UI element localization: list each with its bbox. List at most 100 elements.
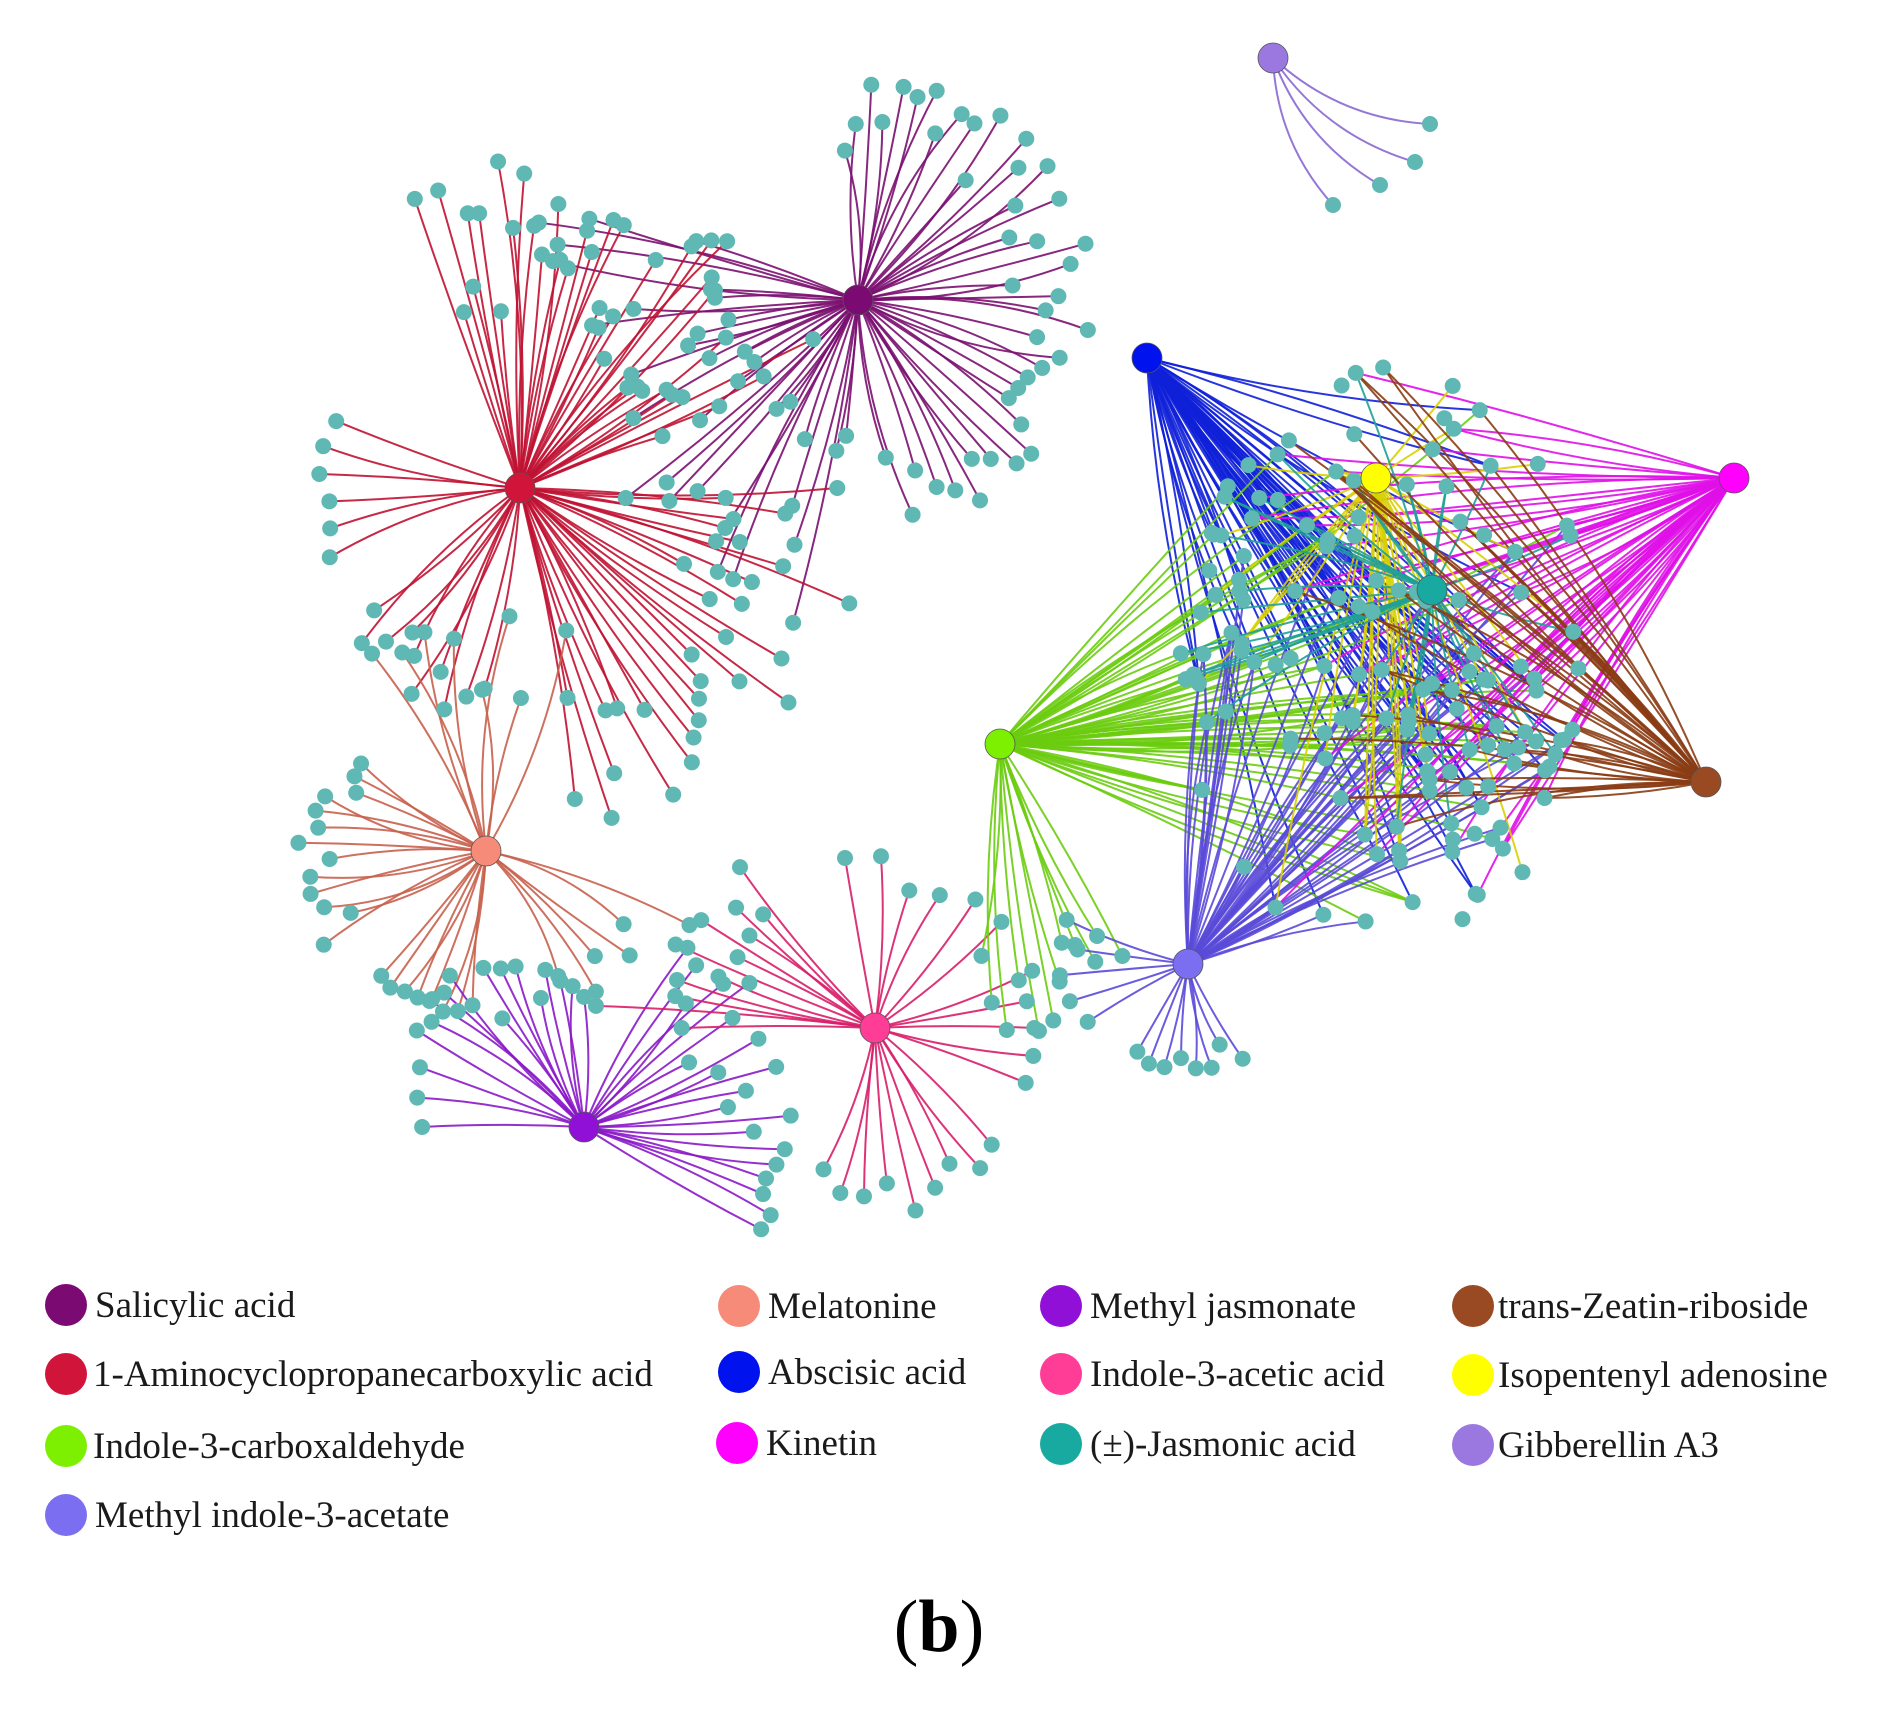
target-node bbox=[1467, 885, 1484, 902]
target-node bbox=[596, 350, 613, 367]
target-node bbox=[786, 536, 803, 553]
edge bbox=[1146, 357, 1292, 659]
target-node bbox=[998, 1021, 1015, 1038]
target-node bbox=[1029, 329, 1046, 346]
hub-nodes-layer bbox=[470, 42, 1750, 1143]
target-node bbox=[315, 438, 332, 455]
target-node bbox=[605, 308, 622, 325]
target-node bbox=[690, 690, 707, 707]
target-node bbox=[665, 786, 682, 803]
figure-caption: (b) bbox=[893, 1586, 985, 1668]
target-node bbox=[1461, 741, 1478, 758]
edge bbox=[857, 236, 1010, 301]
target-node bbox=[1356, 826, 1373, 843]
edge bbox=[696, 299, 859, 492]
target-node bbox=[785, 614, 802, 631]
target-node bbox=[732, 859, 749, 876]
target-node bbox=[606, 765, 623, 782]
edge bbox=[1431, 589, 1557, 755]
edge bbox=[762, 913, 876, 1029]
edge bbox=[700, 919, 876, 1029]
target-node bbox=[927, 1179, 944, 1196]
hub-node-acc bbox=[504, 472, 536, 504]
target-node bbox=[1448, 700, 1465, 717]
legend-label: (±)-Jasmonic acid bbox=[1090, 1424, 1356, 1465]
edge bbox=[380, 850, 487, 977]
target-node bbox=[673, 1020, 690, 1036]
edge bbox=[485, 850, 597, 993]
target-node bbox=[1267, 656, 1284, 673]
edge bbox=[1272, 57, 1431, 125]
edge bbox=[1381, 477, 1735, 671]
target-node bbox=[1492, 819, 1509, 836]
target-node bbox=[576, 988, 592, 1005]
target-node bbox=[927, 125, 944, 142]
target-node bbox=[1029, 233, 1046, 250]
target-node bbox=[689, 483, 706, 500]
target-node bbox=[1177, 671, 1194, 688]
target-node bbox=[586, 948, 603, 965]
target-node bbox=[558, 622, 575, 639]
target-node bbox=[353, 635, 370, 652]
target-node bbox=[654, 428, 671, 445]
hub-node-ipa bbox=[1360, 462, 1392, 494]
target-node bbox=[737, 1082, 754, 1099]
edge bbox=[986, 743, 1001, 1003]
edge bbox=[1186, 632, 1233, 965]
hub-node-ica bbox=[984, 728, 1016, 760]
legend-dot-melatonine bbox=[718, 1285, 760, 1327]
target-node bbox=[550, 196, 567, 213]
edge bbox=[1187, 643, 1244, 965]
target-node bbox=[423, 1013, 440, 1030]
edge bbox=[843, 150, 862, 301]
target-node bbox=[526, 217, 543, 234]
edge bbox=[419, 1066, 585, 1128]
edge bbox=[687, 299, 859, 347]
edge bbox=[874, 1027, 917, 1211]
target-node bbox=[636, 701, 653, 718]
target-node bbox=[1350, 509, 1367, 526]
edge bbox=[849, 123, 859, 301]
edge bbox=[839, 1027, 876, 1194]
edge bbox=[1544, 781, 1707, 799]
target-node bbox=[1172, 645, 1189, 662]
edge bbox=[1358, 477, 1735, 519]
edge bbox=[1469, 748, 1707, 783]
edge bbox=[483, 487, 521, 689]
target-node bbox=[1223, 624, 1240, 641]
target-node bbox=[1422, 116, 1438, 132]
edge bbox=[373, 487, 521, 612]
target-node bbox=[1211, 1036, 1228, 1053]
target-node bbox=[719, 1099, 736, 1116]
legend-label: Abscisic acid bbox=[768, 1352, 967, 1393]
target-node bbox=[1488, 718, 1505, 735]
edge bbox=[519, 487, 619, 709]
edge bbox=[857, 240, 1038, 301]
target-node bbox=[692, 673, 709, 690]
target-node bbox=[1187, 1060, 1204, 1077]
target-node bbox=[750, 1030, 767, 1047]
target-node bbox=[1025, 1047, 1042, 1064]
target-node bbox=[1407, 154, 1423, 170]
edge bbox=[857, 133, 937, 301]
edge bbox=[1375, 477, 1524, 873]
target-node bbox=[683, 646, 700, 663]
edge bbox=[1187, 732, 1430, 965]
legend-label: Kinetin bbox=[766, 1423, 877, 1464]
target-node bbox=[741, 927, 758, 944]
legend-label: trans-Zeatin-riboside bbox=[1498, 1286, 1809, 1327]
edge bbox=[1358, 605, 1707, 783]
edge bbox=[1355, 371, 1735, 479]
target-node bbox=[1316, 657, 1333, 674]
edge bbox=[583, 1065, 777, 1128]
target-node bbox=[1004, 277, 1021, 294]
edge bbox=[569, 986, 585, 1128]
target-node bbox=[718, 628, 735, 645]
target-node bbox=[1017, 1074, 1034, 1091]
edge bbox=[1146, 357, 1378, 855]
target-node bbox=[1114, 947, 1131, 964]
target-node bbox=[841, 595, 858, 612]
target-node bbox=[366, 602, 383, 619]
target-node bbox=[1217, 703, 1234, 720]
edge bbox=[1340, 781, 1707, 799]
